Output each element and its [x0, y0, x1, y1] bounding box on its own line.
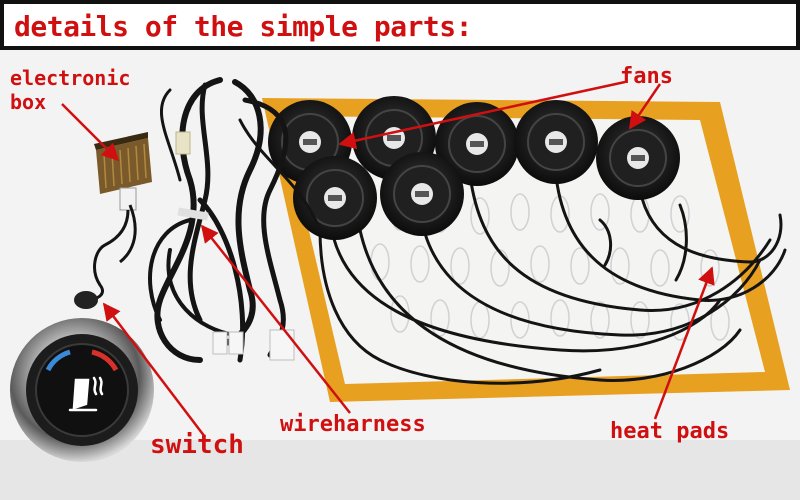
- label-electronic-box: electronic box: [10, 66, 130, 114]
- callout-arrows: [61, 80, 715, 438]
- fan-7: [380, 152, 464, 236]
- arrow-to-fan-5: [628, 83, 662, 130]
- label-heat-pads: heat pads: [610, 419, 730, 444]
- label-electronic-box-line1: electronic: [10, 66, 131, 90]
- label-wireharness: wireharness: [280, 412, 426, 437]
- arrow-to-heat-pads: [653, 266, 715, 420]
- label-switch: switch: [150, 430, 244, 460]
- fan-5: [596, 116, 680, 200]
- title-banner-inner: details of the simple parts:: [4, 4, 796, 46]
- fan-6: [293, 156, 377, 240]
- fan-3: [435, 102, 519, 186]
- label-electronic-box-line2: box: [10, 90, 47, 114]
- arrow-to-switch: [102, 302, 206, 438]
- arrow-to-electronic-box: [61, 103, 120, 162]
- title-banner: details of the simple parts:: [0, 0, 800, 50]
- page-title: details of the simple parts:: [14, 10, 473, 43]
- parts-photo: [0, 50, 800, 500]
- fan-4: [514, 100, 598, 184]
- fans: [268, 96, 680, 240]
- electronic-box: [74, 132, 152, 309]
- switch-knob: [10, 318, 154, 462]
- fan-cables: [318, 163, 787, 385]
- bottom-blur-strip: [0, 440, 800, 500]
- harness-connectors: [175, 131, 295, 361]
- arrow-to-wireharness: [200, 224, 351, 414]
- label-fans: fans: [620, 64, 673, 89]
- arrow-to-fan-1: [338, 80, 626, 150]
